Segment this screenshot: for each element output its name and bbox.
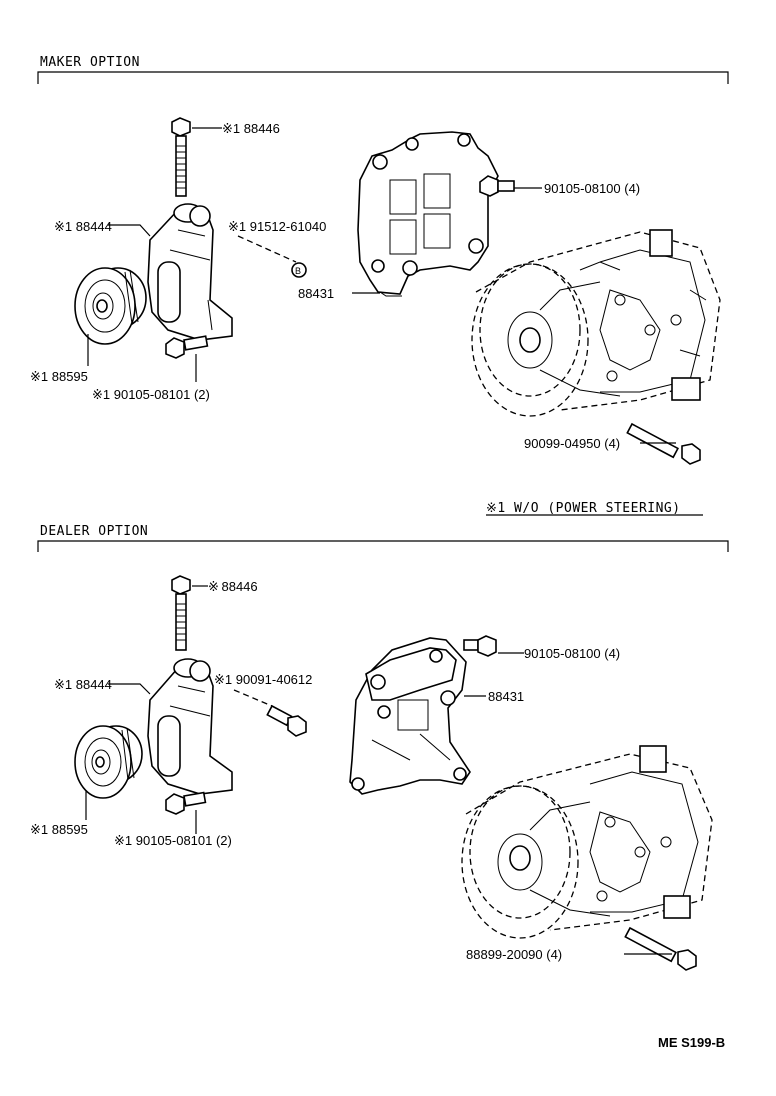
bolt-90105-08101-maker (165, 335, 209, 359)
label-88431-maker: 88431 (298, 286, 334, 301)
label-88444-maker: ※1 88444 (54, 219, 112, 234)
nut-91512-61040-maker: B (291, 262, 307, 278)
label-90105-08101-dealer: ※1 90105-08101 (2) (114, 833, 232, 848)
pulley-88595-dealer (74, 725, 143, 799)
label-90091-40612-dealer: ※1 90091-40612 (214, 672, 312, 687)
bolt-90105-08101-dealer (165, 791, 207, 815)
compressor-maker (471, 229, 721, 417)
maker-option-section: MAKER OPTION (30, 55, 729, 516)
label-90105-08101-maker: ※1 90105-08101 (2) (92, 387, 210, 402)
label-91512-61040-maker: ※1 91512-61040 (228, 219, 326, 234)
label-88444-dealer: ※1 88444 (54, 677, 112, 692)
dealer-option-section: DEALER OPTION (30, 524, 729, 971)
maker-option-title: MAKER OPTION (40, 55, 140, 70)
bolt-90099-04950-maker (626, 422, 701, 465)
plate-88431-dealer (349, 637, 471, 795)
note-wo-power-steering: ※1 W/O (POWER STEERING) (486, 501, 681, 516)
label-88595-dealer: ※1 88595 (30, 822, 88, 837)
bolt-90091-40612-dealer (266, 704, 307, 737)
bolt-88446-maker (171, 117, 191, 197)
label-88446-dealer: ※ 88446 (208, 579, 258, 594)
leader-88444-dealer (108, 683, 151, 695)
label-90099-04950-maker: 90099-04950 (4) (524, 436, 620, 451)
diagram-reference-code: ME S199-B (658, 1035, 725, 1050)
plate-88431-maker (357, 131, 499, 297)
leader-88444-maker (108, 224, 151, 237)
bolt-88446-dealer (171, 575, 191, 651)
nut-leader-dealer (233, 689, 273, 707)
bracket-88444-dealer (147, 658, 233, 795)
label-88431-dealer: 88431 (488, 689, 524, 704)
label-88446-maker: ※1 88446 (222, 121, 280, 136)
compressor-dealer (461, 745, 713, 939)
nut-leader-maker (237, 235, 297, 263)
dealer-option-title: DEALER OPTION (40, 524, 148, 539)
label-90105-08100-dealer: 90105-08100 (4) (524, 646, 620, 661)
bolt-90105-08100-dealer (463, 635, 497, 657)
nut-marker-b: B (295, 266, 301, 276)
label-88595-maker: ※1 88595 (30, 369, 88, 384)
maker-section-bracket-line (37, 71, 729, 84)
bolt-90105-08100-maker (479, 175, 515, 197)
label-88899-20090-dealer: 88899-20090 (4) (466, 947, 562, 962)
bolt-88899-20090-dealer (624, 926, 697, 971)
pulley-88595-maker (74, 267, 147, 345)
dealer-section-bracket-line (37, 540, 729, 552)
bracket-88444-maker (147, 203, 233, 341)
label-90105-08100-maker: 90105-08100 (4) (544, 181, 640, 196)
